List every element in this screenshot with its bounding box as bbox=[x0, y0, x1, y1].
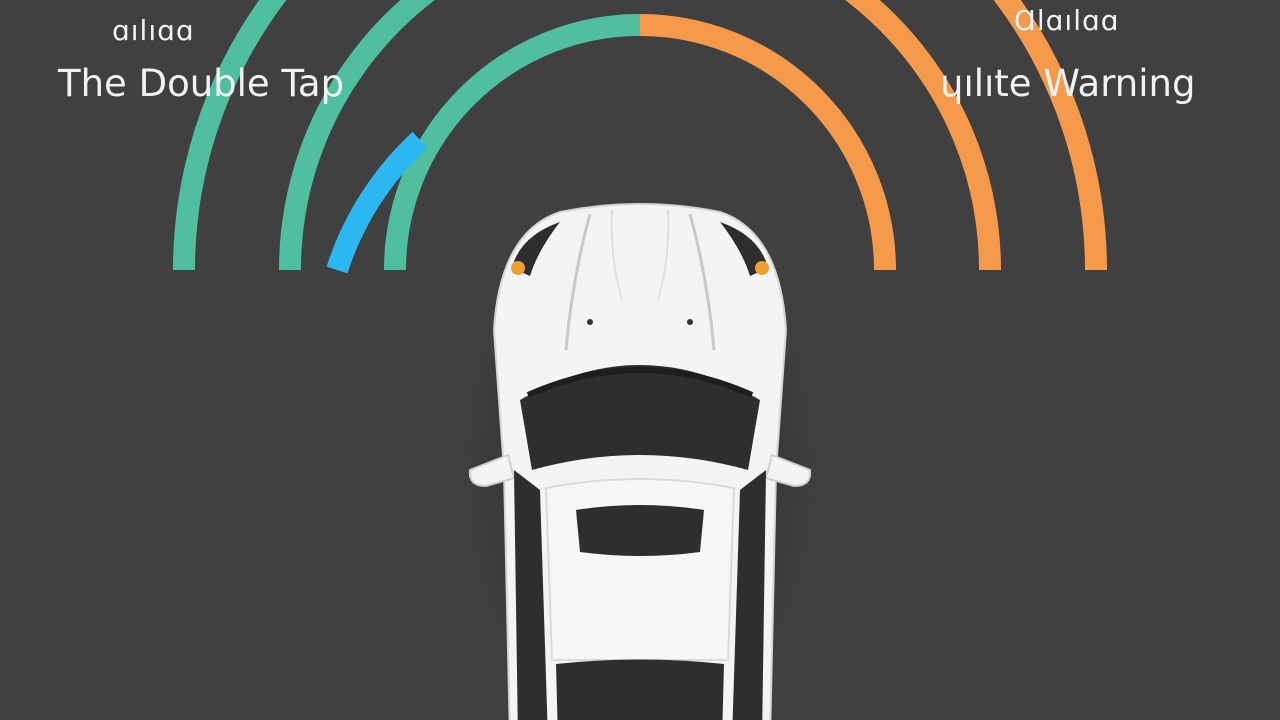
warning-arc-icon bbox=[639, 14, 896, 271]
sensor-arcs bbox=[173, 0, 1107, 271]
signal-arc-icon bbox=[326, 131, 428, 274]
right-title: ɥılıte Warning bbox=[940, 62, 1196, 105]
warning-arc-icon bbox=[993, 0, 1107, 271]
warning-arc-icon bbox=[845, 0, 1001, 271]
double-tap-arc-icon bbox=[279, 0, 436, 271]
car-top-view-icon bbox=[460, 190, 820, 720]
left-title: The Double Tap bbox=[58, 62, 345, 105]
left-subtitle: ɑılıɑɑ bbox=[112, 14, 195, 47]
right-subtitle: Ɑlɑılɑɑ bbox=[1014, 4, 1120, 37]
double-tap-arc-icon bbox=[173, 0, 287, 271]
double-tap-arc-icon bbox=[384, 14, 641, 271]
